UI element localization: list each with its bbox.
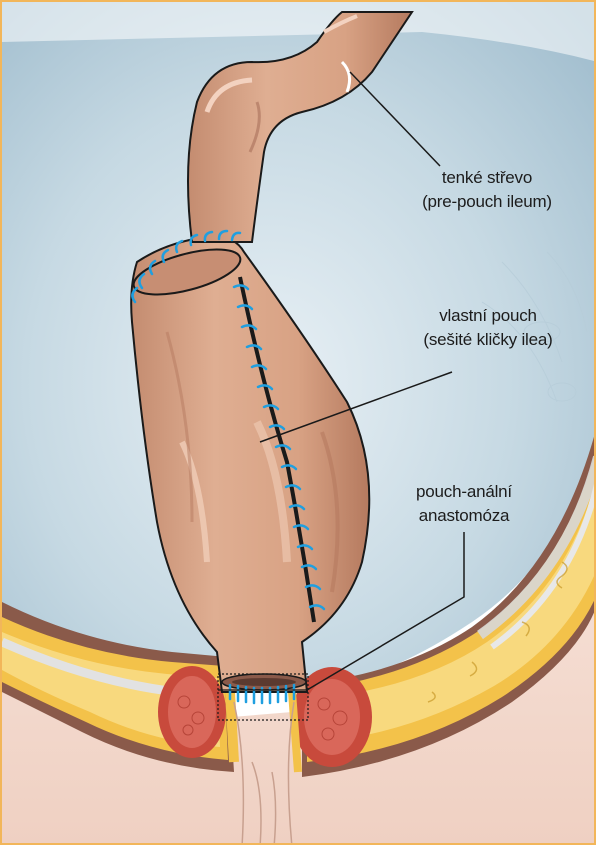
label-small-intestine: tenké střevo (pre-pouch ileum): [402, 166, 572, 214]
label-anastomosis: pouch-anální anastomóza: [386, 480, 542, 528]
label-pouch-line2: (sešité kličky ilea): [398, 328, 578, 352]
label-anastomosis-line2: anastomóza: [386, 504, 542, 528]
label-pouch: vlastní pouch (sešité kličky ilea): [398, 304, 578, 352]
label-small-intestine-line1: tenké střevo: [402, 166, 572, 190]
label-small-intestine-line2: (pre-pouch ileum): [402, 190, 572, 214]
label-pouch-line1: vlastní pouch: [398, 304, 578, 328]
label-anastomosis-line1: pouch-anální: [386, 480, 542, 504]
